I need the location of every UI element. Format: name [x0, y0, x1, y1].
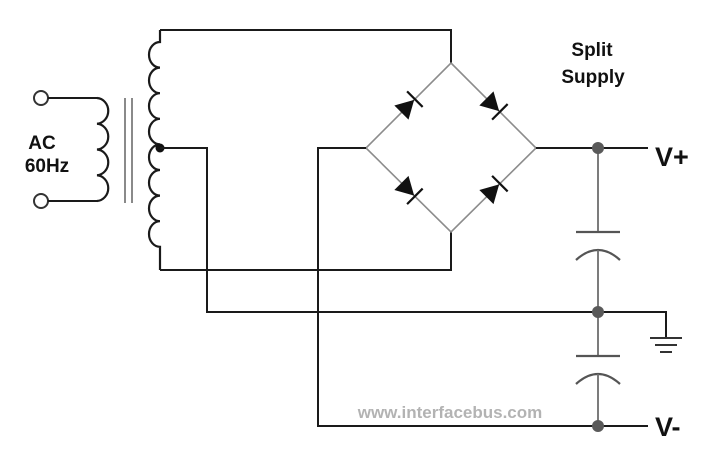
diode-icon: [394, 175, 424, 205]
title-supply: Supply: [561, 67, 625, 88]
label-v-plus: V+: [655, 142, 689, 172]
ac-terminal-top: [33, 90, 49, 106]
negative-wire: [317, 147, 598, 427]
filter-capacitors: [575, 148, 621, 426]
node-vplus: [592, 142, 604, 154]
transformer-core: [124, 98, 133, 203]
label-v-minus: V-: [655, 412, 681, 442]
diode-icon: [479, 91, 509, 121]
secondary-wires: [160, 29, 452, 271]
ac-terminal-bottom: [33, 193, 49, 209]
source-label-freq: 60Hz: [25, 156, 69, 177]
node-vminus: [592, 420, 604, 432]
center-tap-wire: [160, 147, 598, 313]
diode-icon: [479, 175, 509, 205]
ground-icon: [598, 311, 682, 353]
primary-winding: [96, 96, 110, 203]
title-split: Split: [571, 40, 613, 61]
bridge-rectifier: [364, 61, 538, 234]
watermark: www.interfacebus.com: [357, 403, 543, 422]
node-ground: [592, 306, 604, 318]
source-label-ac: AC: [28, 133, 56, 154]
ac-input: [33, 90, 97, 209]
diode-icon: [394, 90, 424, 120]
